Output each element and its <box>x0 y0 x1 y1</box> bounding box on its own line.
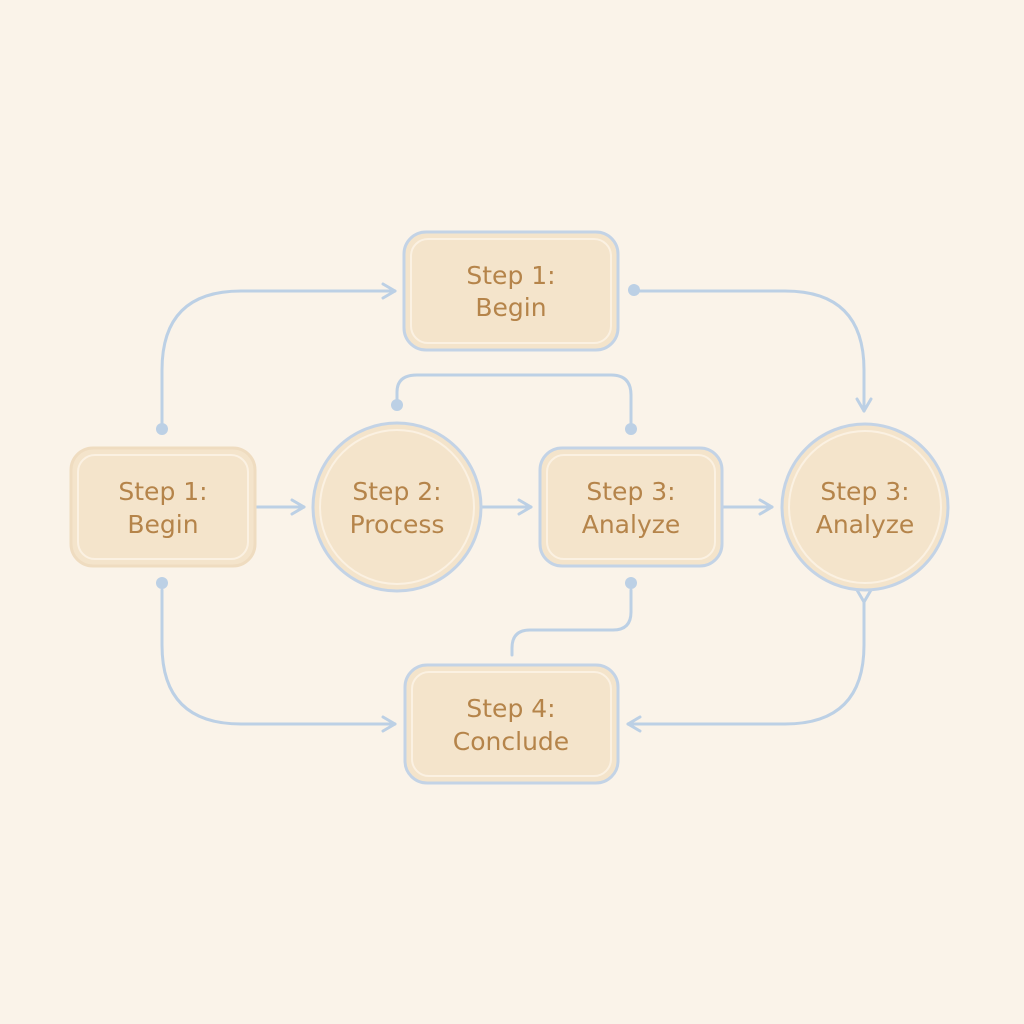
node-analyze-box-inner-edge <box>546 454 716 560</box>
node-analyze-box-line1: Step 3: <box>586 477 675 506</box>
connector-dot <box>628 284 640 296</box>
node-left-begin-box <box>69 446 257 568</box>
connector-dot <box>156 577 168 589</box>
connector-dot <box>156 423 168 435</box>
node-left-begin-inner-edge <box>77 454 249 560</box>
node-analyze-box-line2: Analyze <box>582 510 681 539</box>
connector-left-begin-to-top-begin <box>160 282 397 430</box>
node-process-circle <box>311 421 483 593</box>
node-process-line2: Process <box>350 510 445 539</box>
node-conclude-line1: Step 4: <box>466 694 555 723</box>
node-analyze-circle[interactable]: Step 3: Analyze <box>780 422 950 592</box>
node-analyze-circle-line2: Analyze <box>816 510 915 539</box>
node-conclude-line2: Conclude <box>453 727 569 756</box>
node-left-begin[interactable]: Step 1: Begin <box>69 446 257 568</box>
connector-top-begin-to-analyze-circle <box>638 289 873 413</box>
node-conclude-box <box>403 663 620 785</box>
node-top-begin-inner-edge <box>410 238 612 344</box>
connector-left-begin-to-conclude <box>160 588 397 733</box>
node-process-line1: Step 2: <box>352 477 441 506</box>
node-conclude[interactable]: Step 4: Conclude <box>403 663 620 785</box>
connector-conclude-to-analyze-box <box>510 588 633 657</box>
node-analyze-circle-line1: Step 3: <box>820 477 909 506</box>
node-top-begin-line2: Begin <box>475 293 546 322</box>
connector-process-to-analyze-bridge <box>395 373 633 429</box>
node-left-begin-line2: Begin <box>127 510 198 539</box>
connector-dot <box>625 577 637 589</box>
node-process-inner-edge <box>319 429 475 585</box>
node-analyze-box[interactable]: Step 3: Analyze <box>538 446 724 568</box>
connector-analyze-circle-conclude <box>626 588 873 733</box>
node-top-begin-line1: Step 1: <box>466 261 555 290</box>
node-analyze-circle-circle <box>780 422 950 592</box>
connectors <box>156 282 873 733</box>
node-conclude-inner-edge <box>411 671 612 777</box>
node-process[interactable]: Step 2: Process <box>311 421 483 593</box>
connector-dot <box>625 423 637 435</box>
node-top-begin[interactable]: Step 1: Begin <box>402 230 620 352</box>
node-left-begin-line1: Step 1: <box>118 477 207 506</box>
node-top-begin-box <box>402 230 620 352</box>
node-analyze-box-box <box>538 446 724 568</box>
node-analyze-circle-inner-edge <box>788 430 942 584</box>
connector-dot <box>391 399 403 411</box>
